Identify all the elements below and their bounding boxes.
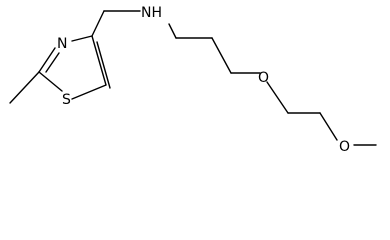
bond-c2-c3: [211, 37, 232, 74]
bond-c2-n3-double: [45, 52, 60, 73]
atom-label-o-ether-1: O: [258, 70, 269, 86]
bond-c2-n3: [38, 47, 56, 73]
atom-label-s-ring: S: [62, 92, 71, 108]
bond-s1-c2: [38, 71, 63, 92]
bond-c5-s1: [71, 84, 107, 100]
chemical-structure-diagram: N S NH O O: [9, 5, 377, 155]
bond-c4-c5-double: [96, 41, 111, 89]
atom-label-o-ether-2: O: [339, 139, 350, 155]
bond-c2-methyl: [9, 71, 40, 104]
bond-c4-ch2: [91, 10, 105, 37]
bond-o1-c5: [266, 81, 289, 114]
thiazole-ring: [38, 35, 111, 100]
bond-n3-c4: [71, 35, 93, 42]
atom-label-nh-amine: NH: [141, 5, 162, 21]
bond-nh-c1: [168, 23, 177, 39]
bond-c6-o2: [319, 112, 338, 141]
atom-label-n-ring: N: [57, 36, 67, 52]
bond-c4-c5: [91, 35, 107, 86]
